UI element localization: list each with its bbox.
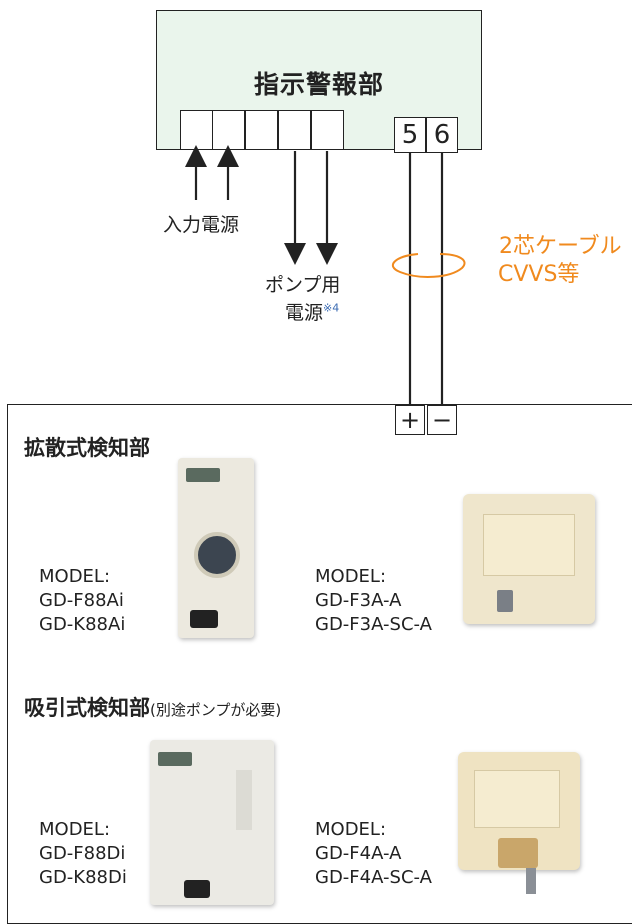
device-side [236,770,252,830]
connector-icon [190,610,218,628]
terminal-5: 5 [394,117,426,153]
connector-icon [497,590,513,612]
terminal-slot-5 [311,110,344,150]
device-logo [186,468,220,482]
pump-power-label-2: 電源※4 [285,298,339,325]
cable-loop [392,253,466,278]
cable-label-1: 2芯ケーブル [499,234,622,259]
gd-f88di-device-image [150,740,274,905]
pump-power-label-1: ポンプ用 [265,274,341,296]
pump-fitting-icon [498,838,538,868]
connector-icon [184,880,210,898]
diffusion-section-title: 拡散式検知部 [24,436,150,460]
terminal-slot-2 [212,110,245,150]
gas-inlet-icon [526,868,536,894]
terminal-slot-3 [245,110,278,150]
suction-title-text: 吸引式検知部 [24,696,150,720]
pump-power-text: 電源 [285,302,324,324]
input-power-label: 入力電源 [163,214,240,236]
gd-f4a-a-device-image [458,752,580,870]
device-face [474,770,560,828]
device-face [483,514,575,576]
sensor-icon [194,532,240,578]
suction-note: (別途ポンプが必要) [150,701,282,719]
cable-label-2: CVVS等 [498,262,580,287]
suction-section-title: 吸引式検知部(別途ポンプが必要) [24,692,281,722]
terminal-minus: − [427,405,457,435]
gd-f88ai-device-image [178,458,254,638]
diffusion-left-model: MODEL: GD-F88Ai GD-K88Ai [39,566,126,635]
gd-f3a-a-device-image [463,494,595,624]
suction-right-model: MODEL: GD-F4A-A GD-F4A-SC-A [315,819,432,888]
device-logo [158,752,192,766]
suction-left-model: MODEL: GD-F88Di GD-K88Di [39,819,127,888]
diffusion-right-model: MODEL: GD-F3A-A GD-F3A-SC-A [315,566,432,635]
terminal-plus: + [395,405,425,435]
terminal-slot-4 [278,110,311,150]
pump-power-note: ※4 [323,301,340,315]
alarm-unit-title: 指示警報部 [253,70,384,99]
